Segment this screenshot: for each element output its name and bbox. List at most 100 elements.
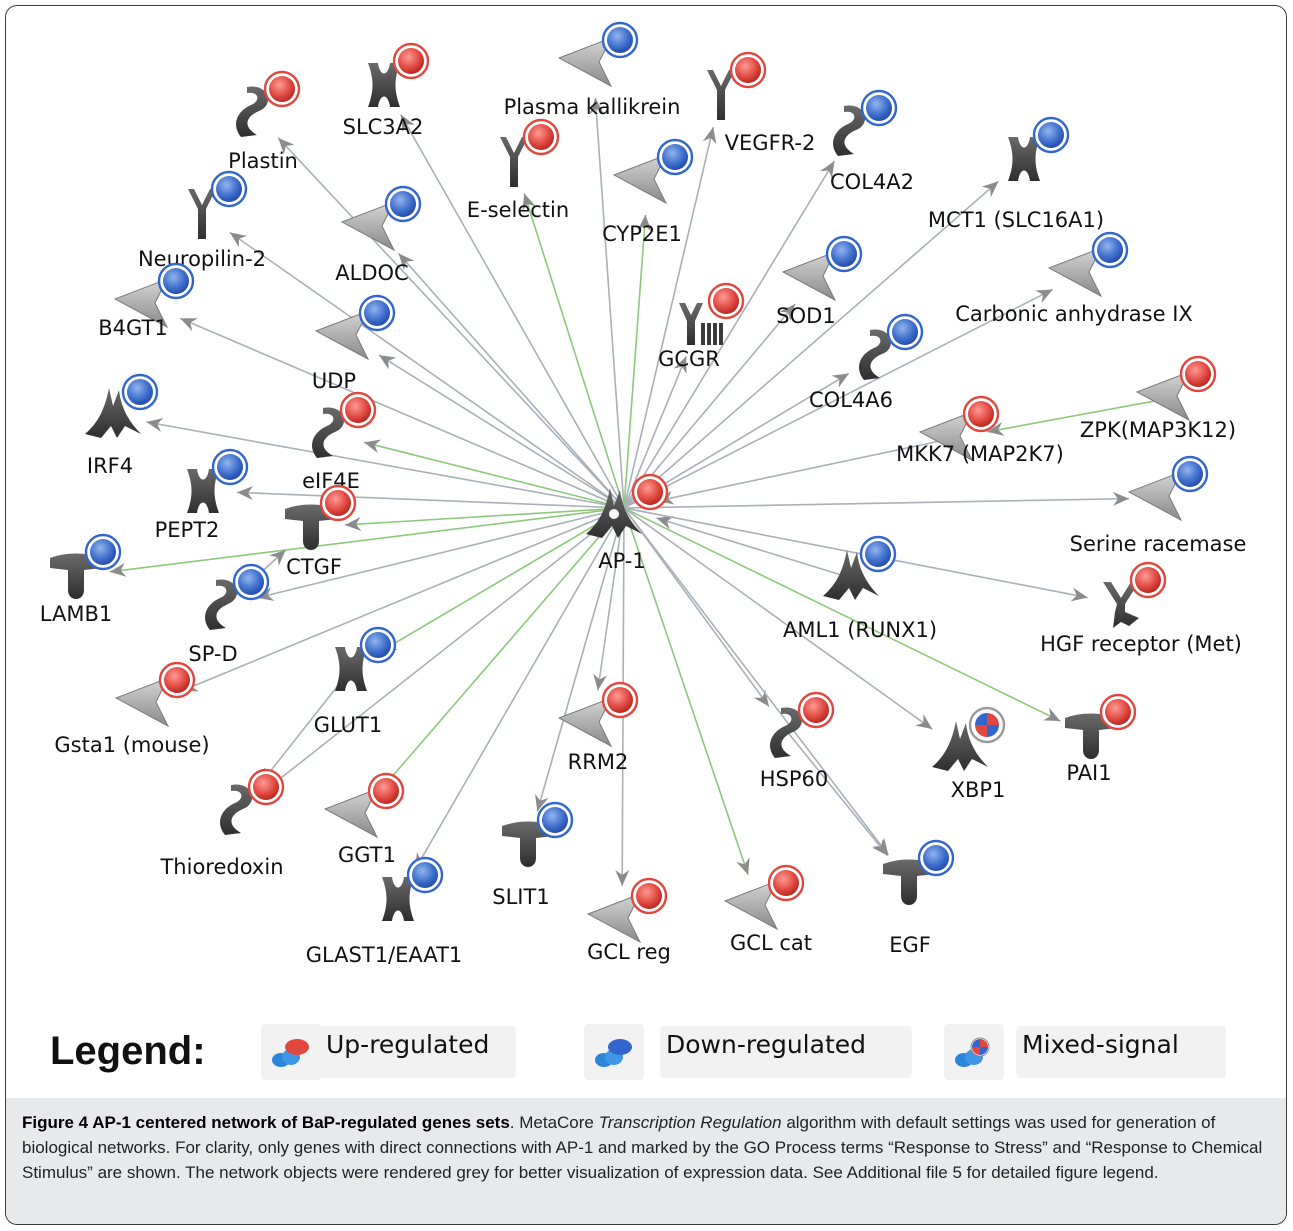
edge-ap1-pai1 [623,507,1061,722]
node-plastin-status-badge [263,70,301,108]
node-cyp2e1-label: CYP2E1 [602,222,682,246]
edge-ap1-mct1-slc16a1-head [981,181,999,198]
node-e-selectin-status-badge [522,118,560,156]
node-lamb1: LAMB1 [40,533,122,626]
node-zpk-map3k12-label: ZPK(MAP3K12) [1080,418,1236,442]
node-zpk-map3k12-glyph [1135,371,1191,422]
edge-zpk-map3k12-mkk7-map2k7-head [987,422,1005,436]
node-b4gt1-label: B4GT1 [98,316,167,340]
node-vegfr-2: VEGFR-2 [707,51,815,155]
node-eif4e-glyph [312,407,345,458]
edge-ap1-aldoc-head [398,253,415,271]
node-thioredoxin: Thioredoxin [159,768,285,879]
edge-ap1-irf4-head [146,417,164,432]
caption-title: Figure 4 AP-1 centered network of BaP-re… [22,1113,510,1132]
edge-ap1-gsta1-mouse [181,507,625,692]
node-mkk7-map2k7: MKK7 (MAP2K7) [896,395,1064,466]
node-aldoc-label: ALDOC [335,261,408,285]
node-glast1-eaat1: GLAST1/EAAT1 [306,856,462,967]
node-hsp60-status-badge [797,691,835,729]
node-irf4-glyph [85,388,141,438]
node-gsta1-mouse-label: Gsta1 (mouse) [54,733,209,757]
edge-ap1-lamb1 [109,507,625,573]
node-slc3a2-glyph [368,63,400,107]
node-b4gt1: B4GT1 [98,262,195,340]
node-gcl-reg-glyph [586,893,642,944]
node-rrm2-label: RRM2 [568,750,629,774]
edge-ap1-serine-racemase [623,497,1130,509]
node-neuropilin-2-label: Neuropilin-2 [138,247,266,271]
edge-ap1-eif4e-head [363,439,382,454]
node-slit1: SLIT1 [492,801,574,909]
node-pept2-status-badge [211,448,249,486]
node-neuropilin-2: Neuropilin-2 [138,170,266,271]
edge-ap1-aml1-runx1 [656,517,852,579]
edge-ap1-egf [623,507,890,856]
edge-ap1-glut1 [379,507,625,653]
node-gcl-cat-label: GCL cat [730,931,812,955]
legend-signal-icon [285,1039,309,1055]
node-egf-label: EGF [889,933,931,957]
node-pai1: PAI1 [1065,693,1137,785]
node-carbonic-anhydrase-ix-label: Carbonic anhydrase IX [955,302,1193,326]
node-cyp2e1-status-badge [656,138,694,176]
edge-ap1-thioredoxin [265,507,625,791]
edge-ap1-slc3a2 [400,114,625,509]
node-plasma-kallikrein-status-badge [601,21,639,59]
node-glut1-glyph [335,647,367,691]
node-e-selectin-glyph [500,137,528,187]
node-plasma-kallikrein-glyph [557,37,613,88]
node-b4gt1-status-badge [157,262,195,300]
node-col4a6-label: COL4A6 [809,388,893,412]
edge-ap1-hsp60-head [753,689,769,707]
node-plasma-kallikrein: Plasma kallikrein [504,21,680,119]
node-pept2-label: PEPT2 [155,518,220,542]
node-thioredoxin-status-badge [247,768,285,806]
node-slit1-label: SLIT1 [492,885,549,909]
edge-ap1-eif4e [363,441,625,509]
edge-ap1-rrm2 [597,507,625,691]
node-e-selectin-label: E-selectin [467,198,569,222]
node-gcgr-glyph [679,303,723,345]
node-lamb1-status-badge [84,533,122,571]
node-eif4e-status-badge [339,391,377,429]
node-col4a2: COL4A2 [830,89,914,194]
edge-ap1-pept2-head [236,486,254,501]
node-rrm2-glyph [557,697,613,748]
node-aml1-runx1: AML1 (RUNX1) [783,535,937,642]
node-carbonic-anhydrase-ix-glyph [1047,247,1103,298]
node-mkk7-map2k7-label: MKK7 (MAP2K7) [896,442,1064,466]
node-aldoc: ALDOC [335,185,422,285]
node-col4a6-status-badge [886,313,924,351]
edge-ap1-carbonic-anhydrase-ix-head [1035,289,1053,303]
node-aldoc-glyph [340,201,396,252]
edge-glut1-thioredoxin [259,668,352,785]
node-neuropilin-2-status-badge [210,170,248,208]
legend-signal-icon [608,1039,632,1055]
node-udp-status-badge [358,294,396,332]
legend-title: Legend: [50,1029,206,1073]
node-col4a2-glyph [833,105,866,156]
node-col4a2-status-badge [860,89,898,127]
node-pept2: PEPT2 [155,448,249,542]
node-cyp2e1: CYP2E1 [602,138,694,246]
edge-ap1-ctgf [344,507,625,526]
edge-ap1-hgf-receptor-met [623,507,1088,599]
edge-ap1-xbp1 [623,507,933,730]
node-pai1-glyph [1065,713,1117,759]
node-hgf-receptor-met: HGF receptor (Met) [1040,561,1242,656]
edge-ap1-col4a2-head [820,161,835,179]
edge-ap1-e-selectin-head [522,193,536,211]
node-ggt1-label: GGT1 [338,843,396,867]
node-serine-racemase-status-badge [1171,455,1209,493]
node-glut1-label: GLUT1 [314,713,383,737]
edge-ap1-gcgr-head [673,356,687,374]
node-eif4e: eIF4E [302,391,377,493]
edge-ap1-vegfr-2 [623,126,715,509]
edge-ap1-neuropilin-2-head [229,232,247,248]
node-ap-1: AP-1 [586,473,669,573]
edge-ap1-e-selectin [523,193,625,509]
node-serine-racemase-glyph [1127,471,1183,522]
